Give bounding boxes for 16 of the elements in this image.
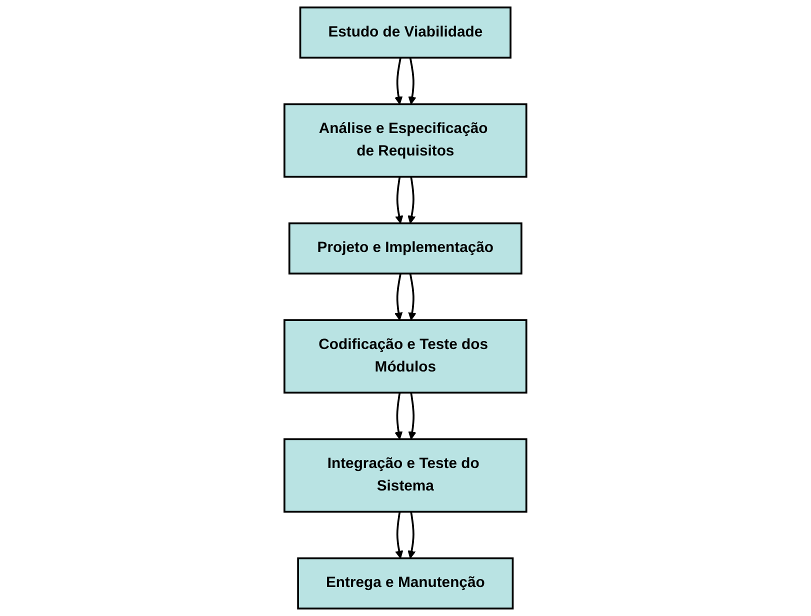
arrow — [394, 58, 403, 105]
arrow — [394, 392, 403, 440]
node-box: Entrega e Manutenção — [297, 557, 514, 610]
arrow — [408, 392, 416, 440]
arrow — [408, 58, 416, 105]
arrow — [395, 512, 404, 559]
node-box: Projeto e Implementação — [288, 222, 522, 274]
arrow — [408, 512, 416, 559]
arrow — [408, 273, 416, 320]
node-box: Análise e Especificação de Requisitos — [284, 103, 528, 178]
arrow — [408, 176, 416, 224]
arrow — [394, 273, 403, 320]
node-box: Codificação e Teste dos Módulos — [284, 319, 528, 394]
node-box: Estudo de Viabilidade — [299, 6, 512, 59]
node-box: Integração e Teste do Sistema — [284, 438, 528, 513]
arrow — [395, 176, 404, 224]
